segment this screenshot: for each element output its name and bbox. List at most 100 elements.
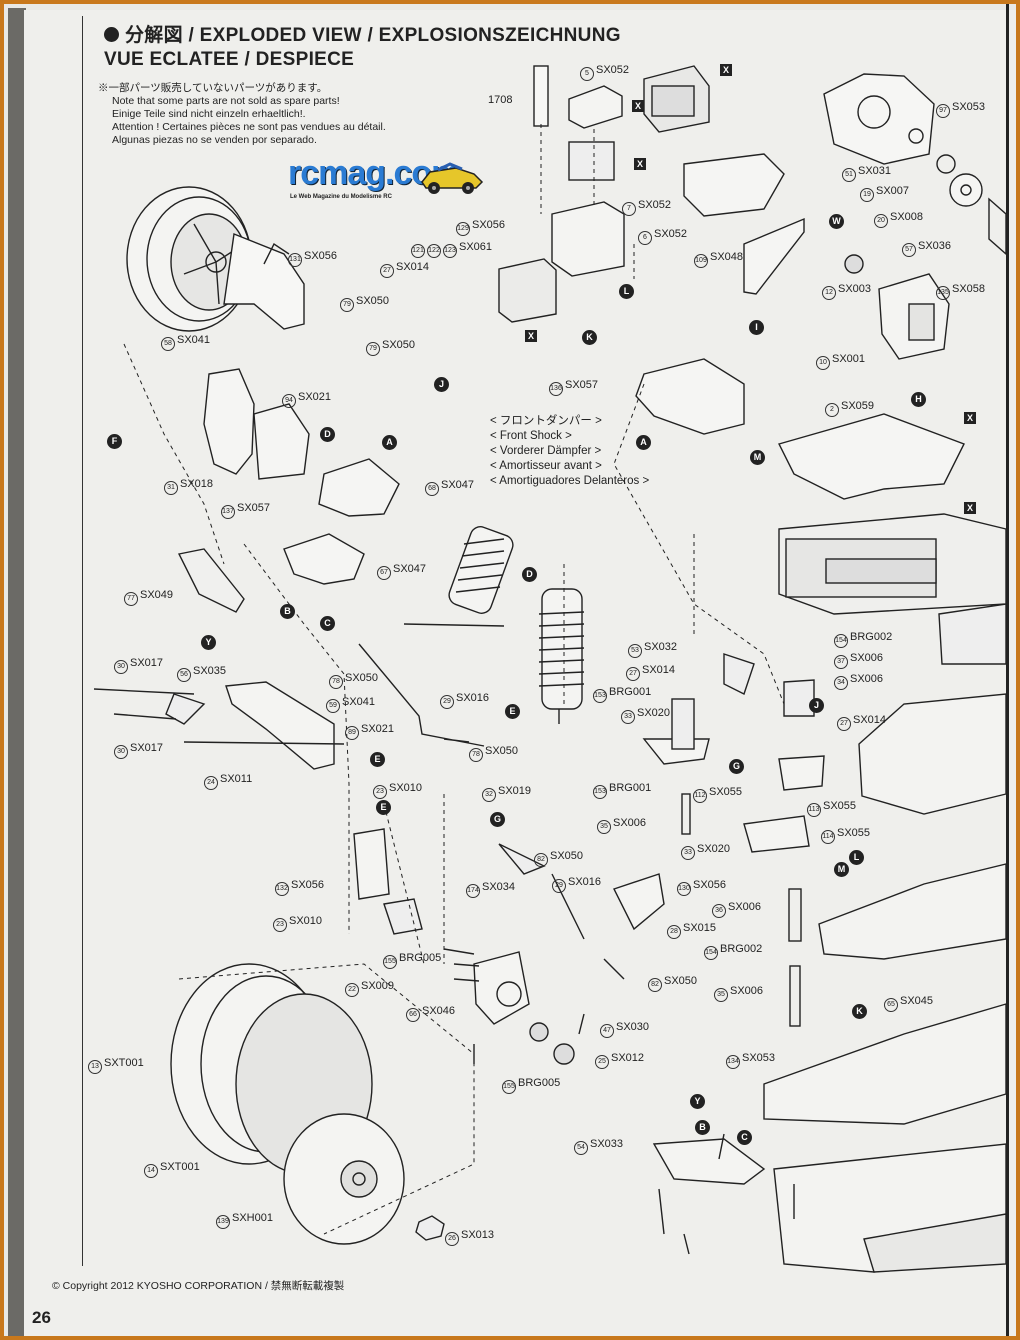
bullet-icon [104, 27, 119, 42]
marker-b: B [695, 1120, 710, 1135]
title-line-1: 分解図 / EXPLODED VIEW / EXPLOSIONSZEICHNUN… [125, 25, 621, 46]
title-line-2: VUE ECLATEE / DESPIECE [104, 49, 355, 70]
front-shock-de: < Vorderer Dämpfer > [490, 445, 602, 457]
marker-e: E [376, 800, 391, 815]
front-wheel-assembly-bottom [170, 963, 445, 1245]
marker-d: D [320, 427, 335, 442]
rcmag-watermark-logo: rcmag.com Le Web Magazine du Modelisme R… [288, 154, 488, 209]
marker-e: E [505, 704, 520, 719]
marker-y: Y [690, 1094, 705, 1109]
battery-pack [778, 513, 1007, 615]
marker-j: J [809, 698, 824, 713]
logo-subtitle: Le Web Magazine du Modelisme RC [290, 194, 392, 200]
copyright-notice: © Copyright 2012 KYOSHO CORPORATION / 禁無… [52, 1280, 345, 1292]
marker-l: L [849, 850, 864, 865]
marker-c: C [737, 1130, 752, 1145]
marker-c: C [320, 616, 335, 631]
marker-x: X [720, 64, 732, 76]
marker-k: K [582, 330, 597, 345]
note-es: Algunas piezas no se venden por separado… [112, 134, 317, 146]
front-shock-en: < Front Shock > [490, 430, 572, 442]
page-edge [1006, 4, 1009, 1336]
marker-a: A [636, 435, 651, 450]
marker-a: A [382, 435, 397, 450]
note-de: Einige Teile sind nicht einzeln erhaeltl… [112, 108, 306, 120]
marker-l: L [619, 284, 634, 299]
marker-x: X [525, 330, 537, 342]
front-shock-caption: < フロントダンパー > < Front Shock > < Vorderer … [490, 414, 649, 489]
marker-m: M [750, 450, 765, 465]
marker-h: H [911, 392, 926, 407]
note-jp: ※一部パーツ販売していないパーツがあります。 [98, 82, 328, 94]
front-shocks [403, 526, 585, 724]
marker-k: K [852, 1004, 867, 1019]
marker-x: X [632, 100, 644, 112]
steering-crank [642, 653, 825, 1027]
spur-gear-cover [823, 73, 1007, 360]
marker-e: E [370, 752, 385, 767]
front-shock-fr: < Amortisseur avant > [490, 460, 602, 472]
marker-g: G [490, 812, 505, 827]
steering-knuckles [353, 828, 665, 1065]
front-shock-es: < Amortiguadores Delanteros > [490, 475, 650, 487]
front-wheel-assembly-top [126, 186, 305, 332]
marker-i: I [749, 320, 764, 335]
spare-parts-notes: ※一部パーツ販売していないパーツがあります。 Note that some pa… [98, 82, 386, 147]
marker-d: D [522, 567, 537, 582]
marker-x: X [964, 502, 976, 514]
chassis-plates [652, 603, 1007, 1273]
